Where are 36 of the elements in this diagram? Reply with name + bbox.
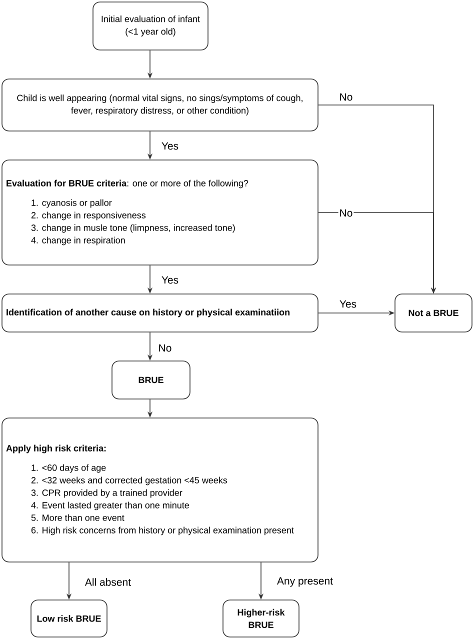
list-item: 1. cyanosis or pallor [32, 199, 112, 208]
process-box [2, 78, 318, 132]
list-item: 3. CPR provided by a trained provider [31, 489, 182, 498]
list-item: 1. <60 days of age [32, 464, 106, 473]
box-heading: Evaluation for BRUE criteria: one or more of the following? [6, 180, 248, 188]
edge-label: No [159, 344, 172, 352]
edge-label: Any present [277, 577, 333, 587]
process-box [394, 294, 472, 332]
box-text: Higher-risk BRUE [238, 608, 285, 628]
edge-label: Yes [340, 300, 356, 308]
process-box [2, 418, 318, 562]
box-text: Child is well appearing (normal vital signs, no sings/symptoms of cough, fever, respiratory distress, or other condition) [17, 94, 302, 116]
box-text: Initial evaluation of infant (<1 year old) [102, 16, 200, 36]
edge-label: No [340, 93, 352, 101]
box-text: Identification of another cause on history or physical examinatiion [6, 308, 290, 318]
process-box [92, 2, 208, 50]
edge-label: Yes [162, 276, 178, 284]
box-text: Low risk BRUE [37, 615, 101, 622]
edge-label: All absent [84, 578, 131, 586]
list-item: 6. High risk concerns from history or physical examination present [31, 526, 294, 536]
edge-label: Yes [162, 142, 178, 150]
process-box [2, 294, 318, 332]
list-item: 4. Event lasted greater than one minute [31, 502, 189, 510]
list-item: 2. <32 weeks and corrected gestation <45 weeks [31, 476, 228, 486]
process-box [2, 160, 318, 266]
process-box [222, 600, 300, 638]
box-heading: Apply high risk criteria: [6, 444, 106, 454]
list-item: 3. change in musle tone (limpness, increased tone) [31, 224, 235, 233]
edge-label: No [340, 209, 352, 217]
list-item: 4. change in respiration [31, 236, 125, 246]
process-box [112, 360, 190, 400]
list-item: 5. More than one event [31, 514, 124, 521]
process-box [30, 600, 108, 638]
list-item: 2. change in responsiveness [31, 212, 146, 220]
box-text: Not a BRUE [408, 310, 458, 316]
box-text: BRUE [138, 376, 164, 384]
